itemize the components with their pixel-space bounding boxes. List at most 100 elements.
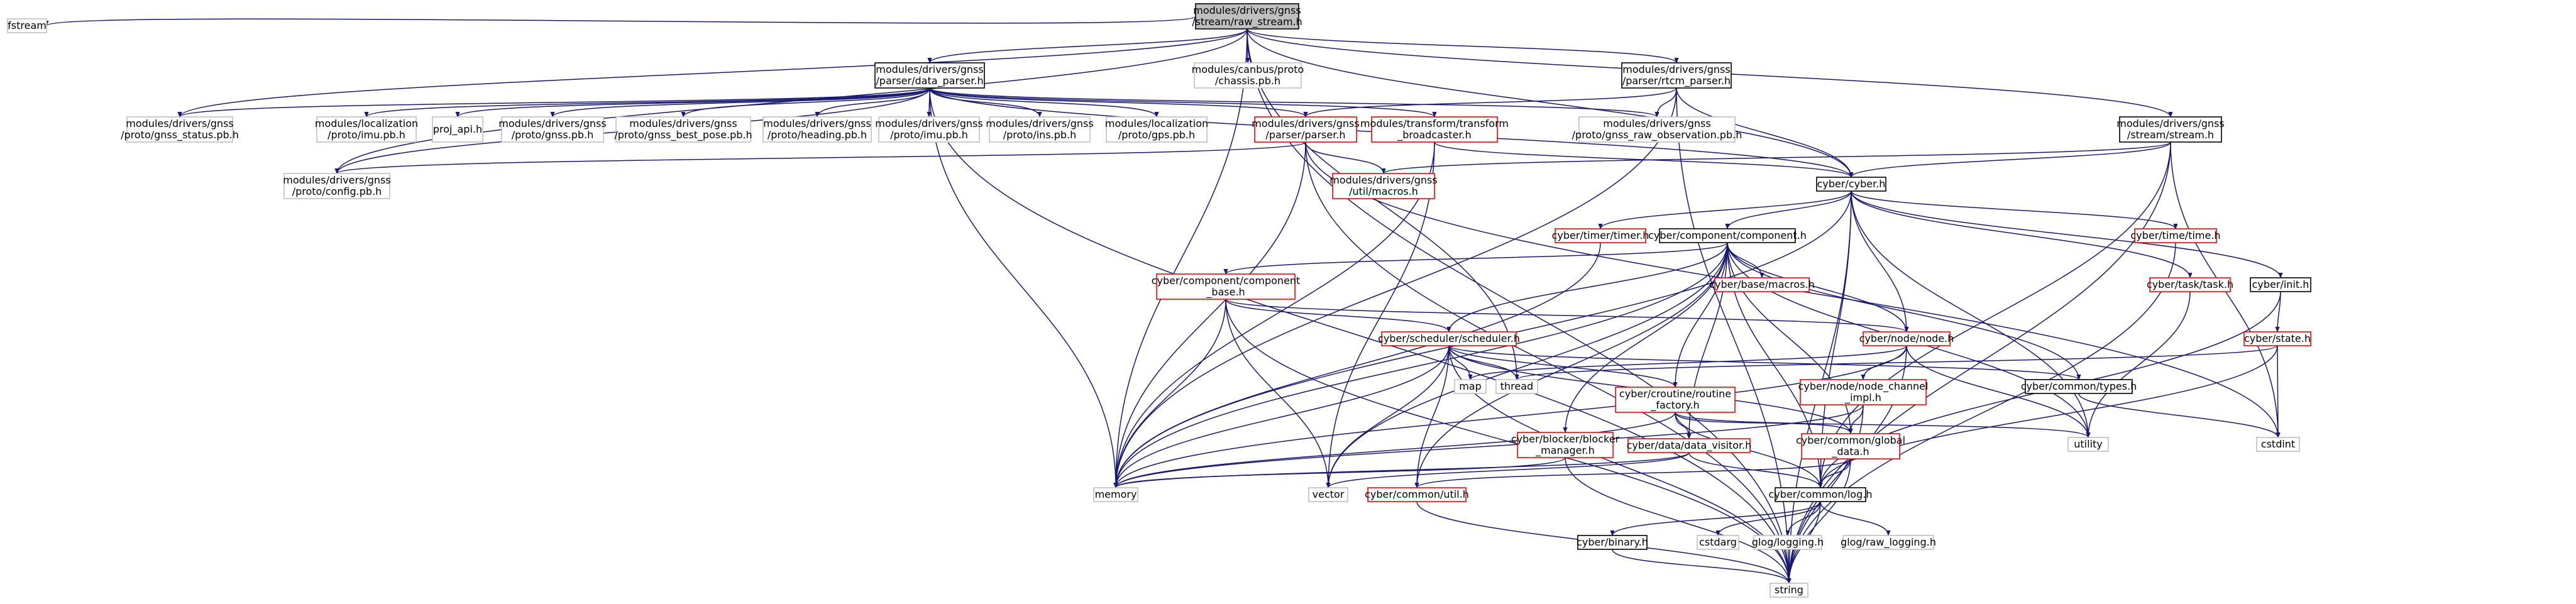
node-label-line: /parser/data_parser.h bbox=[876, 75, 983, 87]
edge-data_parser-to-memory bbox=[929, 87, 1118, 488]
node-label-line: _impl.h bbox=[1844, 392, 1881, 404]
node-label-line: _data.h bbox=[1831, 446, 1869, 458]
node-label-line: cyber/croutine/routine bbox=[1619, 388, 1731, 400]
node-label-line: /proto/config.pb.h bbox=[292, 185, 382, 197]
node-gnss-raw-obs: modules/drivers/gnss/proto/gnss_raw_obse… bbox=[1572, 116, 1742, 143]
node-config-pb: modules/drivers/gnss/proto/config.pb.h bbox=[283, 173, 391, 199]
node-node-h[interactable]: cyber/node/node.h bbox=[1859, 331, 1954, 346]
node-binary-h[interactable]: cyber/binary.h bbox=[1577, 535, 1648, 550]
edge-component_h-to-node_h bbox=[1727, 242, 1909, 332]
node-comp-base[interactable]: cyber/component/component_base.h bbox=[1152, 273, 1301, 300]
node-box bbox=[1615, 387, 1736, 413]
node-box bbox=[1801, 433, 1900, 459]
node-global-data[interactable]: cyber/common/global_data.h bbox=[1796, 433, 1905, 459]
node-gnss-best-pose: modules/drivers/gnss/proto/gnss_best_pos… bbox=[614, 116, 752, 143]
node-label-line: modules/localization bbox=[1105, 118, 1208, 129]
edge-rtcm_parser-to-string bbox=[1676, 87, 1792, 584]
node-data-visitor[interactable]: cyber/data/data_visitor.h bbox=[1627, 438, 1752, 453]
edge-routine_factory-to-global_data bbox=[1675, 412, 1853, 434]
node-glog-raw: glog/raw_logging.h bbox=[1841, 535, 1936, 550]
node-string: string bbox=[1770, 583, 1808, 598]
edge-data_parser-to-parser_h bbox=[929, 87, 1308, 118]
node-blocker-manager[interactable]: cyber/blocker/blocker_manager.h bbox=[1511, 432, 1620, 458]
edge-parser_h-to-util_macros bbox=[1305, 141, 1386, 174]
node-proj-api: proj_api.h bbox=[432, 116, 483, 143]
node-box bbox=[2119, 116, 2222, 143]
edge-global_data-to-string bbox=[1786, 458, 1851, 584]
node-util-macros[interactable]: modules/drivers/gnss/util/macros.h bbox=[1329, 173, 1438, 199]
node-root[interactable]: modules/drivers/gnss/stream/raw_stream.h bbox=[1192, 3, 1302, 30]
node-box bbox=[1495, 379, 1538, 394]
node-box bbox=[1697, 535, 1739, 550]
node-box bbox=[2256, 437, 2300, 452]
node-label-line: cyber/task/task.h bbox=[2147, 278, 2233, 290]
node-glog-logging: glog/logging.h bbox=[1752, 535, 1824, 550]
edge-root-to-fstream bbox=[44, 16, 1196, 26]
node-rtcm-parser[interactable]: modules/drivers/gnss/parser/rtcm_parser.… bbox=[1621, 62, 1732, 89]
node-box bbox=[432, 116, 483, 143]
node-gps-pb: modules/localization/proto/gps.pb.h bbox=[1105, 116, 1208, 143]
edge-common_log-to-glog_raw bbox=[1820, 501, 1891, 536]
node-label-line: cyber/common/util.h bbox=[1365, 488, 1469, 500]
node-box bbox=[1816, 177, 1886, 192]
node-component-h[interactable]: cyber/component/component.h bbox=[1648, 228, 1807, 243]
node-label-line: modules/drivers/gnss bbox=[763, 118, 871, 129]
node-box bbox=[126, 116, 233, 143]
edge-common_log-to-glog_logging bbox=[1785, 501, 1821, 536]
edge-rtcm_parser-to-parser_h bbox=[1303, 87, 1677, 118]
node-label-line: cyber/cyber.h bbox=[1817, 178, 1886, 190]
node-scheduler-h[interactable]: cyber/scheduler/scheduler.h bbox=[1378, 331, 1520, 346]
node-common-util[interactable]: cyber/common/util.h bbox=[1365, 487, 1469, 502]
node-task-h[interactable]: cyber/task/task.h bbox=[2147, 277, 2233, 292]
node-box bbox=[1627, 438, 1751, 453]
node-cyber-h[interactable]: cyber/cyber.h bbox=[1816, 177, 1886, 192]
node-parser-h[interactable]: modules/drivers/gnss/parser/parser.h bbox=[1252, 116, 1360, 143]
node-label-line: cyber/node/node_channel bbox=[1798, 380, 1929, 393]
node-map: map bbox=[1454, 379, 1487, 394]
node-base-macros[interactable]: cyber/base/macros.h bbox=[1709, 277, 1815, 292]
node-common-types[interactable]: cyber/common/types.h bbox=[2021, 379, 2137, 394]
node-box bbox=[1156, 273, 1296, 300]
edge-routine_factory-to-utility bbox=[1675, 412, 2091, 438]
node-label-line: cyber/data/data_visitor.h bbox=[1627, 439, 1752, 452]
node-box bbox=[1106, 116, 1208, 143]
node-node-channel-impl[interactable]: cyber/node/node_channel_impl.h bbox=[1798, 379, 1929, 405]
node-label-line: modules/drivers/gnss bbox=[875, 118, 983, 129]
node-data-parser[interactable]: modules/drivers/gnss/parser/data_parser.… bbox=[874, 62, 985, 89]
node-tf-broadcaster[interactable]: modules/transform/transform_broadcaster.… bbox=[1360, 116, 1509, 143]
edge-node_channel_impl-to-global_data bbox=[1848, 404, 1864, 434]
node-common-log[interactable]: cyber/common/log.h bbox=[1769, 487, 1873, 502]
edge-global_data-to-common_log bbox=[1818, 458, 1851, 488]
node-label-line: modules/drivers/gnss bbox=[1193, 4, 1301, 16]
node-label-line: modules/drivers/gnss bbox=[498, 118, 606, 129]
node-label-line: cyber/timer/timer.h bbox=[1552, 229, 1649, 241]
node-utility: utility bbox=[2067, 437, 2109, 452]
node-routine-factory[interactable]: cyber/croutine/routine_factory.h bbox=[1615, 387, 1736, 413]
node-label-line: cyber/node/node.h bbox=[1859, 332, 1954, 344]
node-box bbox=[2134, 228, 2217, 243]
node-timer-h[interactable]: cyber/timer/timer.h bbox=[1552, 228, 1649, 243]
node-vector: vector bbox=[1308, 487, 1348, 502]
node-label-line: /proto/ins.pb.h bbox=[1003, 129, 1077, 141]
node-label-line: cyber/state.h bbox=[2244, 332, 2311, 344]
edge-root-to-memory bbox=[1113, 28, 1248, 488]
node-label-line: fstream bbox=[8, 19, 47, 31]
node-label-line: cyber/binary.h bbox=[1577, 536, 1648, 548]
node-loc-imu: modules/localization/proto/imu.pb.h bbox=[315, 116, 418, 143]
edge-stream_h-to-util_macros bbox=[1381, 141, 2171, 174]
node-box bbox=[7, 18, 47, 33]
edge-scheduler_h-to-common_util bbox=[1414, 345, 1450, 488]
edge-routine_factory-to-memory bbox=[1113, 412, 1676, 488]
edge-node_h-to-map bbox=[1468, 345, 1907, 380]
node-stream-h[interactable]: modules/drivers/gnss/stream/stream.h bbox=[2116, 116, 2225, 143]
edge-data_parser-to-proj_api bbox=[455, 87, 930, 118]
edge-data_parser-to-tf_broadcaster bbox=[929, 87, 1437, 118]
edge-node_h-to-memory bbox=[1113, 345, 1907, 488]
node-box bbox=[1775, 487, 1866, 502]
node-label-line: _broadcaster.h bbox=[1397, 129, 1472, 141]
edge-cyber_h-to-time_h bbox=[1851, 190, 2178, 229]
node-init-h[interactable]: cyber/init.h bbox=[2250, 277, 2311, 292]
node-time-h[interactable]: cyber/time/time.h bbox=[2130, 228, 2221, 243]
edge-cyber_h-to-node_h bbox=[1851, 190, 1909, 332]
node-state-h[interactable]: cyber/state.h bbox=[2243, 331, 2311, 346]
